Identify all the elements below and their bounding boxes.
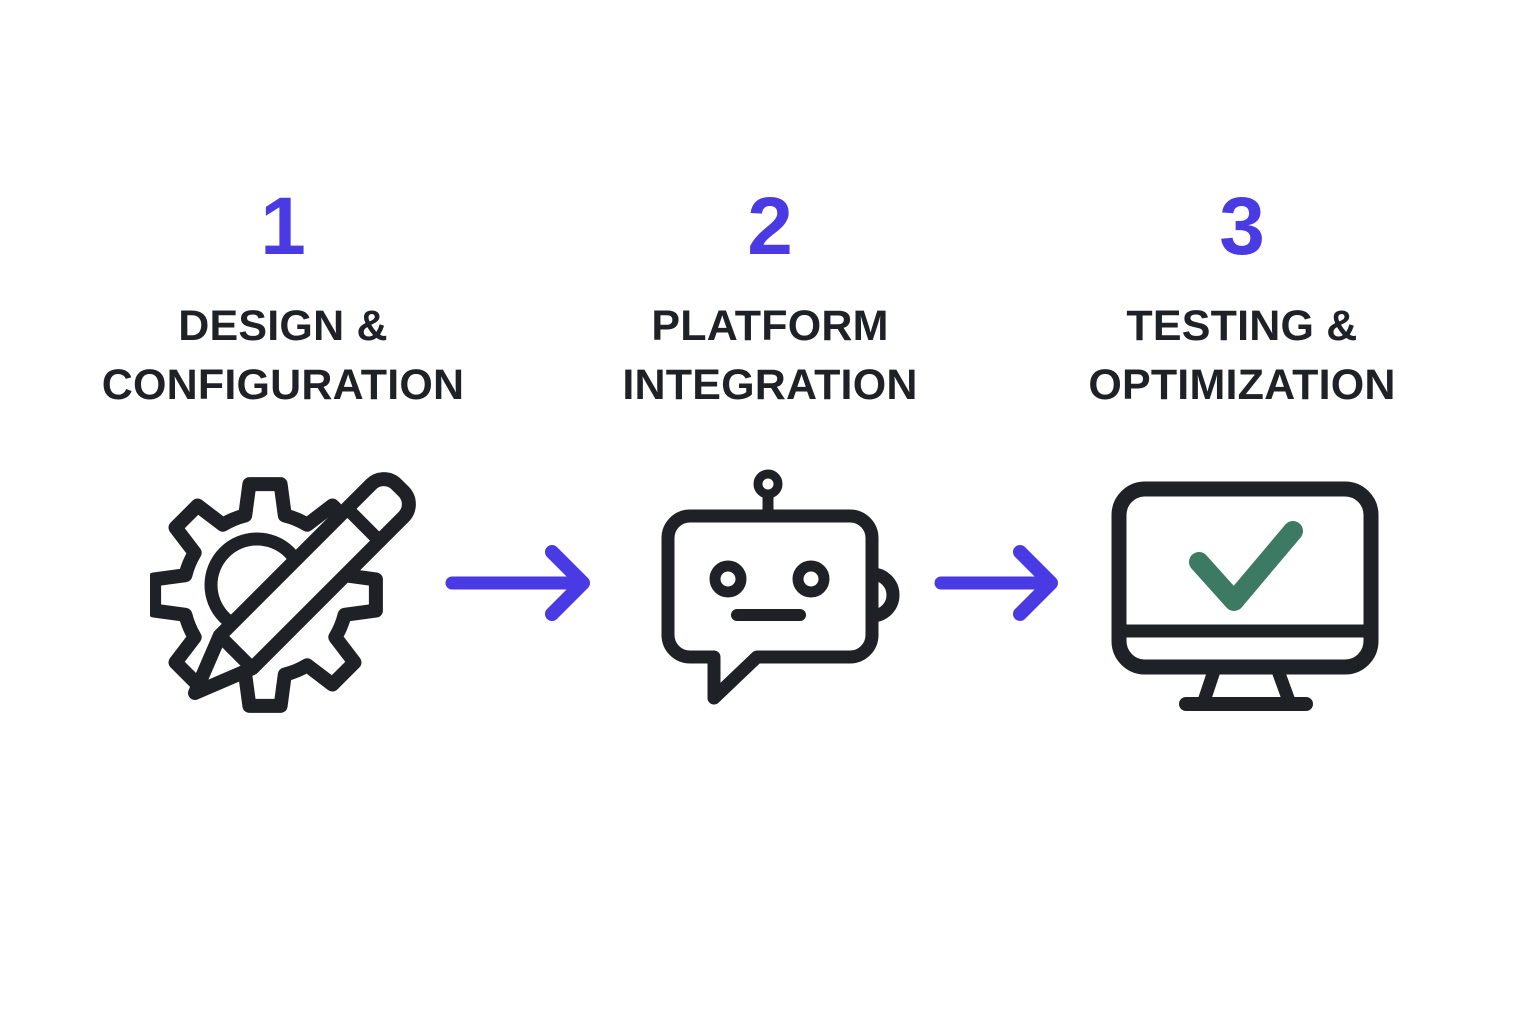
monitor-check-icon	[1111, 481, 1379, 711]
antenna-tip	[753, 469, 783, 499]
title-line: OPTIMIZATION	[1088, 361, 1396, 409]
title-line: INTEGRATION	[622, 361, 918, 409]
step-1-number: 1	[260, 181, 306, 272]
title-line: PLATFORM	[651, 302, 889, 350]
robot-head	[661, 509, 879, 705]
step-2: 2 PLATFORM INTEGRATION	[510, 181, 1030, 410]
step-2-title: PLATFORM INTEGRATION	[510, 297, 1030, 415]
step-3-title: TESTING & OPTIMIZATION	[982, 297, 1502, 415]
robot-ear	[871, 567, 900, 623]
pencil-cap-line	[342, 503, 385, 546]
arrow-right-icon	[445, 545, 590, 621]
step-1: 1 DESIGN & CONFIGURATION	[23, 181, 543, 410]
pencil-shape	[188, 472, 416, 700]
title-line: CONFIGURATION	[101, 361, 465, 409]
step-3: 3 TESTING & OPTIMIZATION	[982, 181, 1502, 410]
robot-eye-left	[709, 560, 747, 598]
step-3-number: 3	[1219, 181, 1265, 272]
arrow-head	[545, 545, 590, 621]
step-1-title: DESIGN & CONFIGURATION	[23, 297, 543, 415]
pencil-tip-line	[215, 631, 257, 673]
gear-pencil-icon	[150, 472, 416, 713]
robot-eye-right	[792, 560, 830, 598]
title-line: TESTING &	[1126, 302, 1358, 350]
chatbot-icon	[661, 469, 900, 705]
step-2-number: 2	[747, 181, 793, 272]
arrow-head	[1013, 545, 1058, 621]
title-line: DESIGN &	[178, 302, 388, 350]
arrow-right-icon	[934, 545, 1058, 621]
check-icon	[1189, 521, 1303, 611]
